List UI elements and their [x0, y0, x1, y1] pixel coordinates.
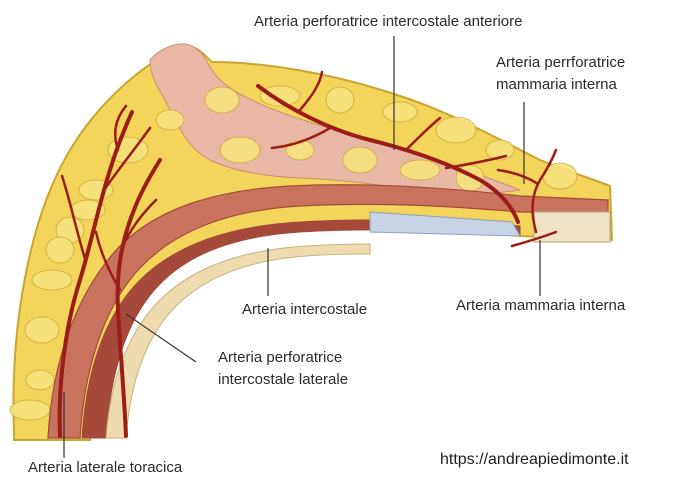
- fat-lobule: [32, 270, 72, 290]
- label-internal-mammary: Arteria mammaria interna: [456, 296, 625, 315]
- fat-lobule: [25, 317, 59, 343]
- fat-lobule: [436, 117, 476, 143]
- label-perforator-anterior: Arteria perforatrice intercostale anteri…: [254, 12, 522, 31]
- fat-lobule: [400, 160, 440, 180]
- label-perforator-internal-line2: mammaria interna: [496, 75, 617, 94]
- fat-lobule: [46, 237, 74, 263]
- fat-lobule: [10, 400, 50, 420]
- fat-lobule: [205, 87, 239, 113]
- label-perforator-lateral-line2: intercostale laterale: [218, 370, 348, 389]
- fat-lobule: [326, 87, 354, 113]
- label-perforator-internal-line1: Arteria perrforatrice: [496, 53, 625, 72]
- fat-lobule: [220, 137, 260, 163]
- fat-lobule: [156, 110, 184, 130]
- label-intercostal: Arteria intercostale: [242, 300, 367, 319]
- fat-lobule: [383, 102, 417, 122]
- fat-lobule: [343, 147, 377, 173]
- source-url: https://andreapiedimonte.it: [440, 451, 629, 469]
- label-perforator-lateral-line1: Arteria perforatrice: [218, 348, 342, 367]
- fat-lobule: [26, 370, 54, 390]
- sternum: [534, 212, 610, 242]
- label-lateral-thoracic: Arteria laterale toracica: [28, 458, 182, 477]
